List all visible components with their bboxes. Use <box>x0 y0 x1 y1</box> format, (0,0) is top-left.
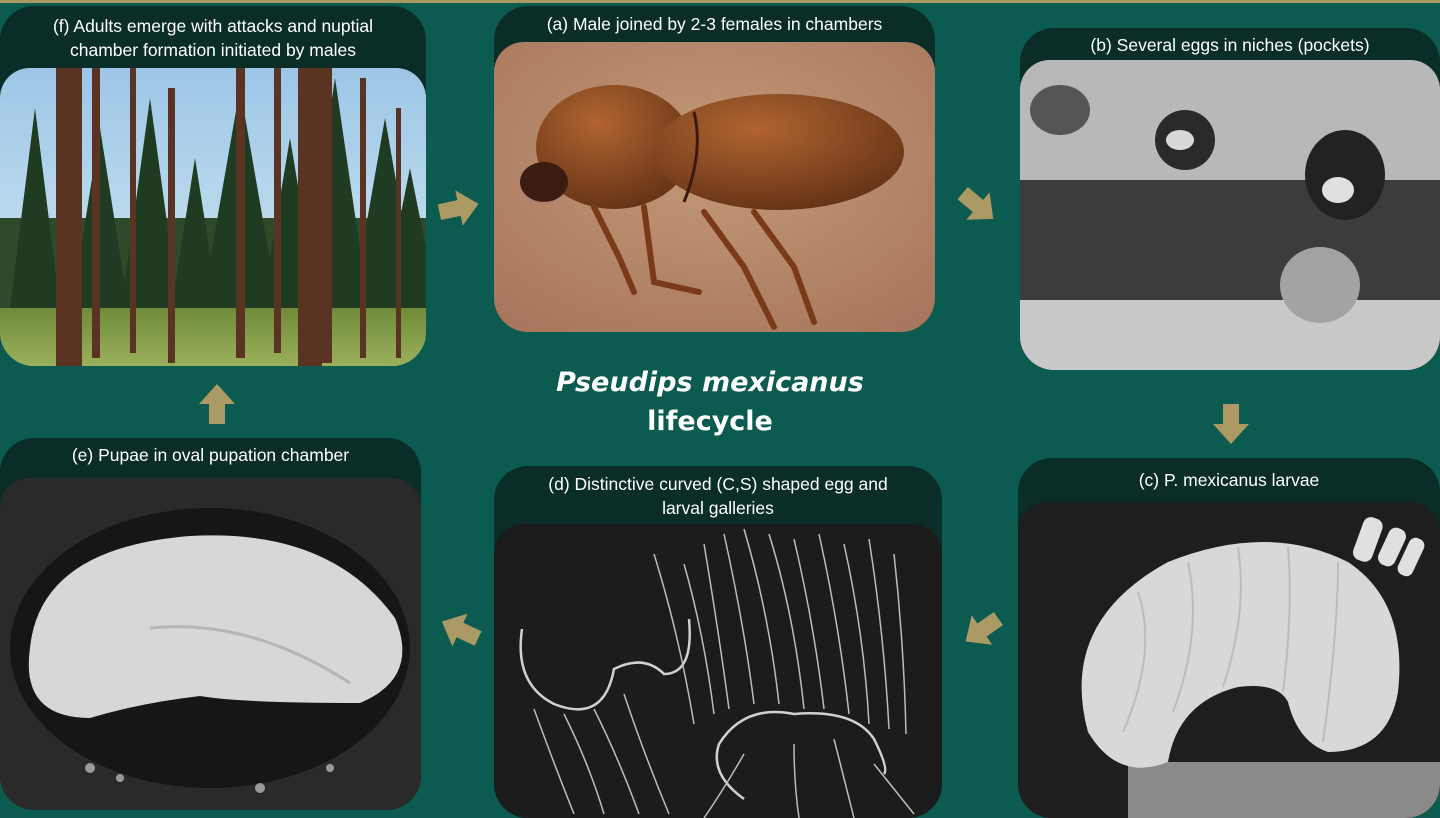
stage-c-panel: (c) P. mexicanus larvae <box>1018 458 1440 818</box>
galleries-photo <box>494 524 942 818</box>
stage-b-panel: (b) Several eggs in niches (pockets) <box>1020 28 1440 370</box>
arrow-c-to-d <box>951 599 1012 660</box>
stage-f-caption: (f) Adults emerge with attacks and nupti… <box>0 14 426 62</box>
species-name: Pseudips mexicanus <box>520 366 900 400</box>
larva-photo <box>1018 502 1440 818</box>
stage-f-panel: (f) Adults emerge with attacks and nupti… <box>0 6 426 366</box>
top-accent-line <box>0 0 1440 3</box>
arrow-b-to-c <box>1209 402 1253 446</box>
title-subtitle: lifecycle <box>520 400 900 444</box>
stage-e-caption: (e) Pupae in oval pupation chamber <box>0 443 421 467</box>
stage-f-caption-line1: (f) Adults emerge with attacks and nupti… <box>0 14 426 38</box>
stage-b-caption: (b) Several eggs in niches (pockets) <box>1020 33 1440 57</box>
beetle-photo <box>494 42 935 332</box>
stage-d-caption: (d) Distinctive curved (C,S) shaped egg … <box>494 472 942 520</box>
stage-a-caption: (a) Male joined by 2-3 females in chambe… <box>494 12 935 36</box>
arrow-e-to-f <box>195 382 239 426</box>
stage-a-panel: (a) Male joined by 2-3 females in chambe… <box>494 6 935 332</box>
arrow-a-to-b <box>947 175 1009 237</box>
pupa-photo <box>0 478 421 810</box>
lifecycle-title: Pseudips mexicanus lifecycle <box>520 366 900 444</box>
stage-f-caption-line2: chamber formation initiated by males <box>0 38 426 62</box>
stage-d-caption-line1: (d) Distinctive curved (C,S) shaped egg … <box>494 472 942 496</box>
stage-d-panel: (d) Distinctive curved (C,S) shaped egg … <box>494 466 942 818</box>
stage-c-caption: (c) P. mexicanus larvae <box>1018 468 1440 492</box>
stage-d-caption-line2: larval galleries <box>494 496 942 520</box>
arrow-d-to-e <box>431 601 489 659</box>
stage-e-panel: (e) Pupae in oval pupation chamber <box>0 438 421 810</box>
arrow-f-to-a <box>433 182 485 234</box>
forest-photo <box>0 68 426 366</box>
eggs-photo <box>1020 60 1440 370</box>
